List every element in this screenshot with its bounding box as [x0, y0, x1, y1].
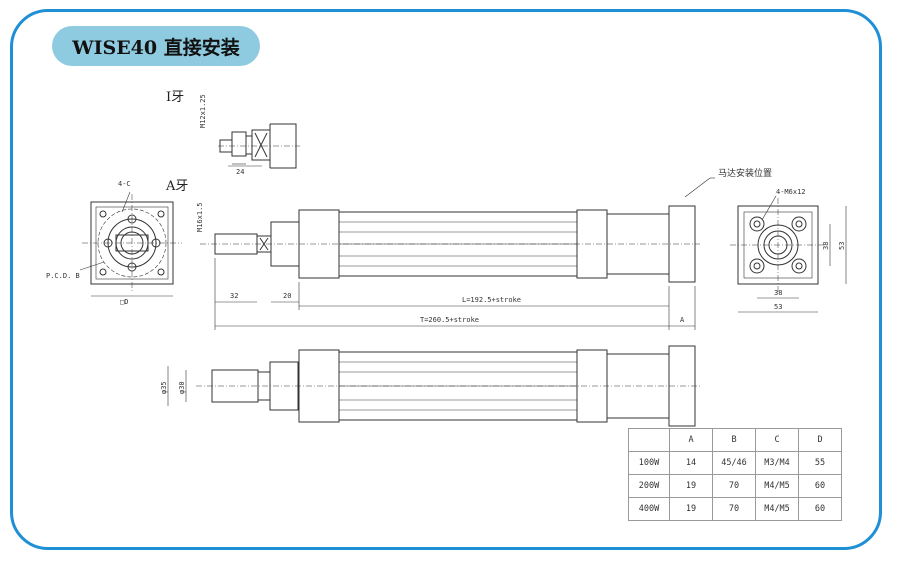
table-cell: 200W	[628, 474, 670, 498]
table-cell: 45/46	[712, 451, 756, 475]
table-row: 400W 19 70 M4/M5 60	[628, 497, 842, 521]
dim-53-horizontal: 53	[774, 303, 782, 311]
table-cell: 70	[712, 497, 756, 521]
actuator-side-view	[200, 177, 715, 283]
front-flange-view	[79, 191, 182, 297]
table-header-row: A B C D	[628, 428, 842, 452]
square-d-label: □D	[120, 298, 128, 306]
dim-53-vertical: 53	[838, 242, 846, 250]
outer-frame	[10, 9, 882, 550]
table-cell: M4/M5	[755, 474, 799, 498]
table-cell: 60	[798, 474, 842, 498]
dim-length-T: T=260.5+stroke	[420, 316, 479, 324]
hole-4c-label: 4-C	[118, 180, 131, 188]
rear-flange-view	[730, 195, 847, 313]
table-cell: 55	[798, 451, 842, 475]
motor-mount-label: 马达安装位置	[718, 167, 772, 179]
table-cell: M4/M5	[755, 497, 799, 521]
table-cell: 19	[669, 497, 713, 521]
table-header-cell	[628, 428, 670, 452]
a-thread-label: A牙	[165, 179, 188, 194]
table-cell: 400W	[628, 497, 670, 521]
dim-24: 24	[236, 168, 244, 176]
dim-32: 32	[230, 292, 238, 300]
table-cell: 19	[669, 474, 713, 498]
i-thread-label: I牙	[166, 90, 184, 105]
a-thread-spec: M16x1.5	[196, 202, 204, 232]
table-cell: M3/M4	[755, 451, 799, 475]
dia-30-label: φ30	[178, 381, 186, 394]
table-header-cell: D	[798, 428, 842, 452]
table-row: 200W 19 70 M4/M5 60	[628, 474, 842, 498]
hole-m6-label: 4-M6x12	[776, 188, 806, 196]
dim-length-L: L=192.5+stroke	[462, 296, 521, 304]
table-header-cell: A	[669, 428, 713, 452]
table-cell: 100W	[628, 451, 670, 475]
dim-A: A	[680, 316, 685, 324]
table-cell: 60	[798, 497, 842, 521]
table-header-cell: C	[755, 428, 799, 452]
page-title: WISE40 直接安装	[52, 26, 260, 66]
table-row: 100W 14 45/46 M3/M4 55	[628, 451, 842, 475]
i-thread-rod-end	[218, 123, 300, 169]
pcd-label: P.C.D. B	[46, 272, 80, 280]
dim-38-horizontal: 38	[774, 289, 782, 297]
actuator-lower-view	[167, 345, 700, 427]
dia-35-label: φ35	[160, 381, 168, 394]
motor-spec-table: A B C D 100W 14 45/46 M3/M4 55 200W 19 7…	[628, 428, 842, 521]
table-header-cell: B	[712, 428, 756, 452]
i-thread-spec: M12x1.25	[199, 94, 207, 128]
table-cell: 70	[712, 474, 756, 498]
dim-20: 20	[283, 292, 291, 300]
dimension-lines	[214, 258, 696, 330]
table-cell: 14	[669, 451, 713, 475]
dim-38-vertical: 38	[822, 242, 830, 250]
